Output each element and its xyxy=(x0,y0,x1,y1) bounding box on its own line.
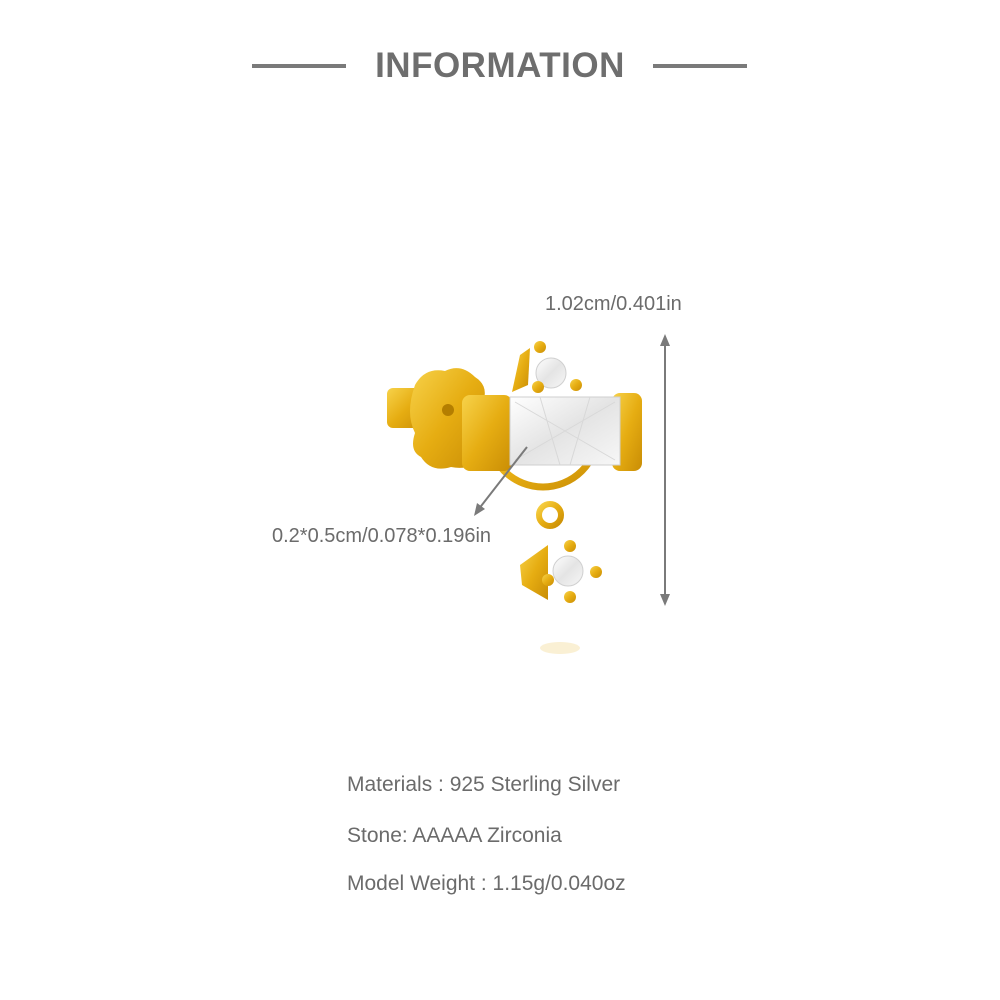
title-left-line xyxy=(252,64,346,68)
spec-weight: Model Weight : 1.15g/0.040oz xyxy=(347,872,626,895)
spec-stone: Stone: AAAAA Zirconia xyxy=(347,824,562,847)
height-dimension-label: 1.02cm/0.401in xyxy=(545,293,682,315)
stone-size-label: 0.2*0.5cm/0.078*0.196in xyxy=(272,525,492,547)
spec-materials: Materials : 925 Sterling Silver xyxy=(347,773,621,796)
page-title: INFORMATION xyxy=(375,46,625,85)
height-arrow xyxy=(660,334,670,606)
stone-size-arrow xyxy=(474,446,528,516)
title-right-line xyxy=(653,64,747,68)
